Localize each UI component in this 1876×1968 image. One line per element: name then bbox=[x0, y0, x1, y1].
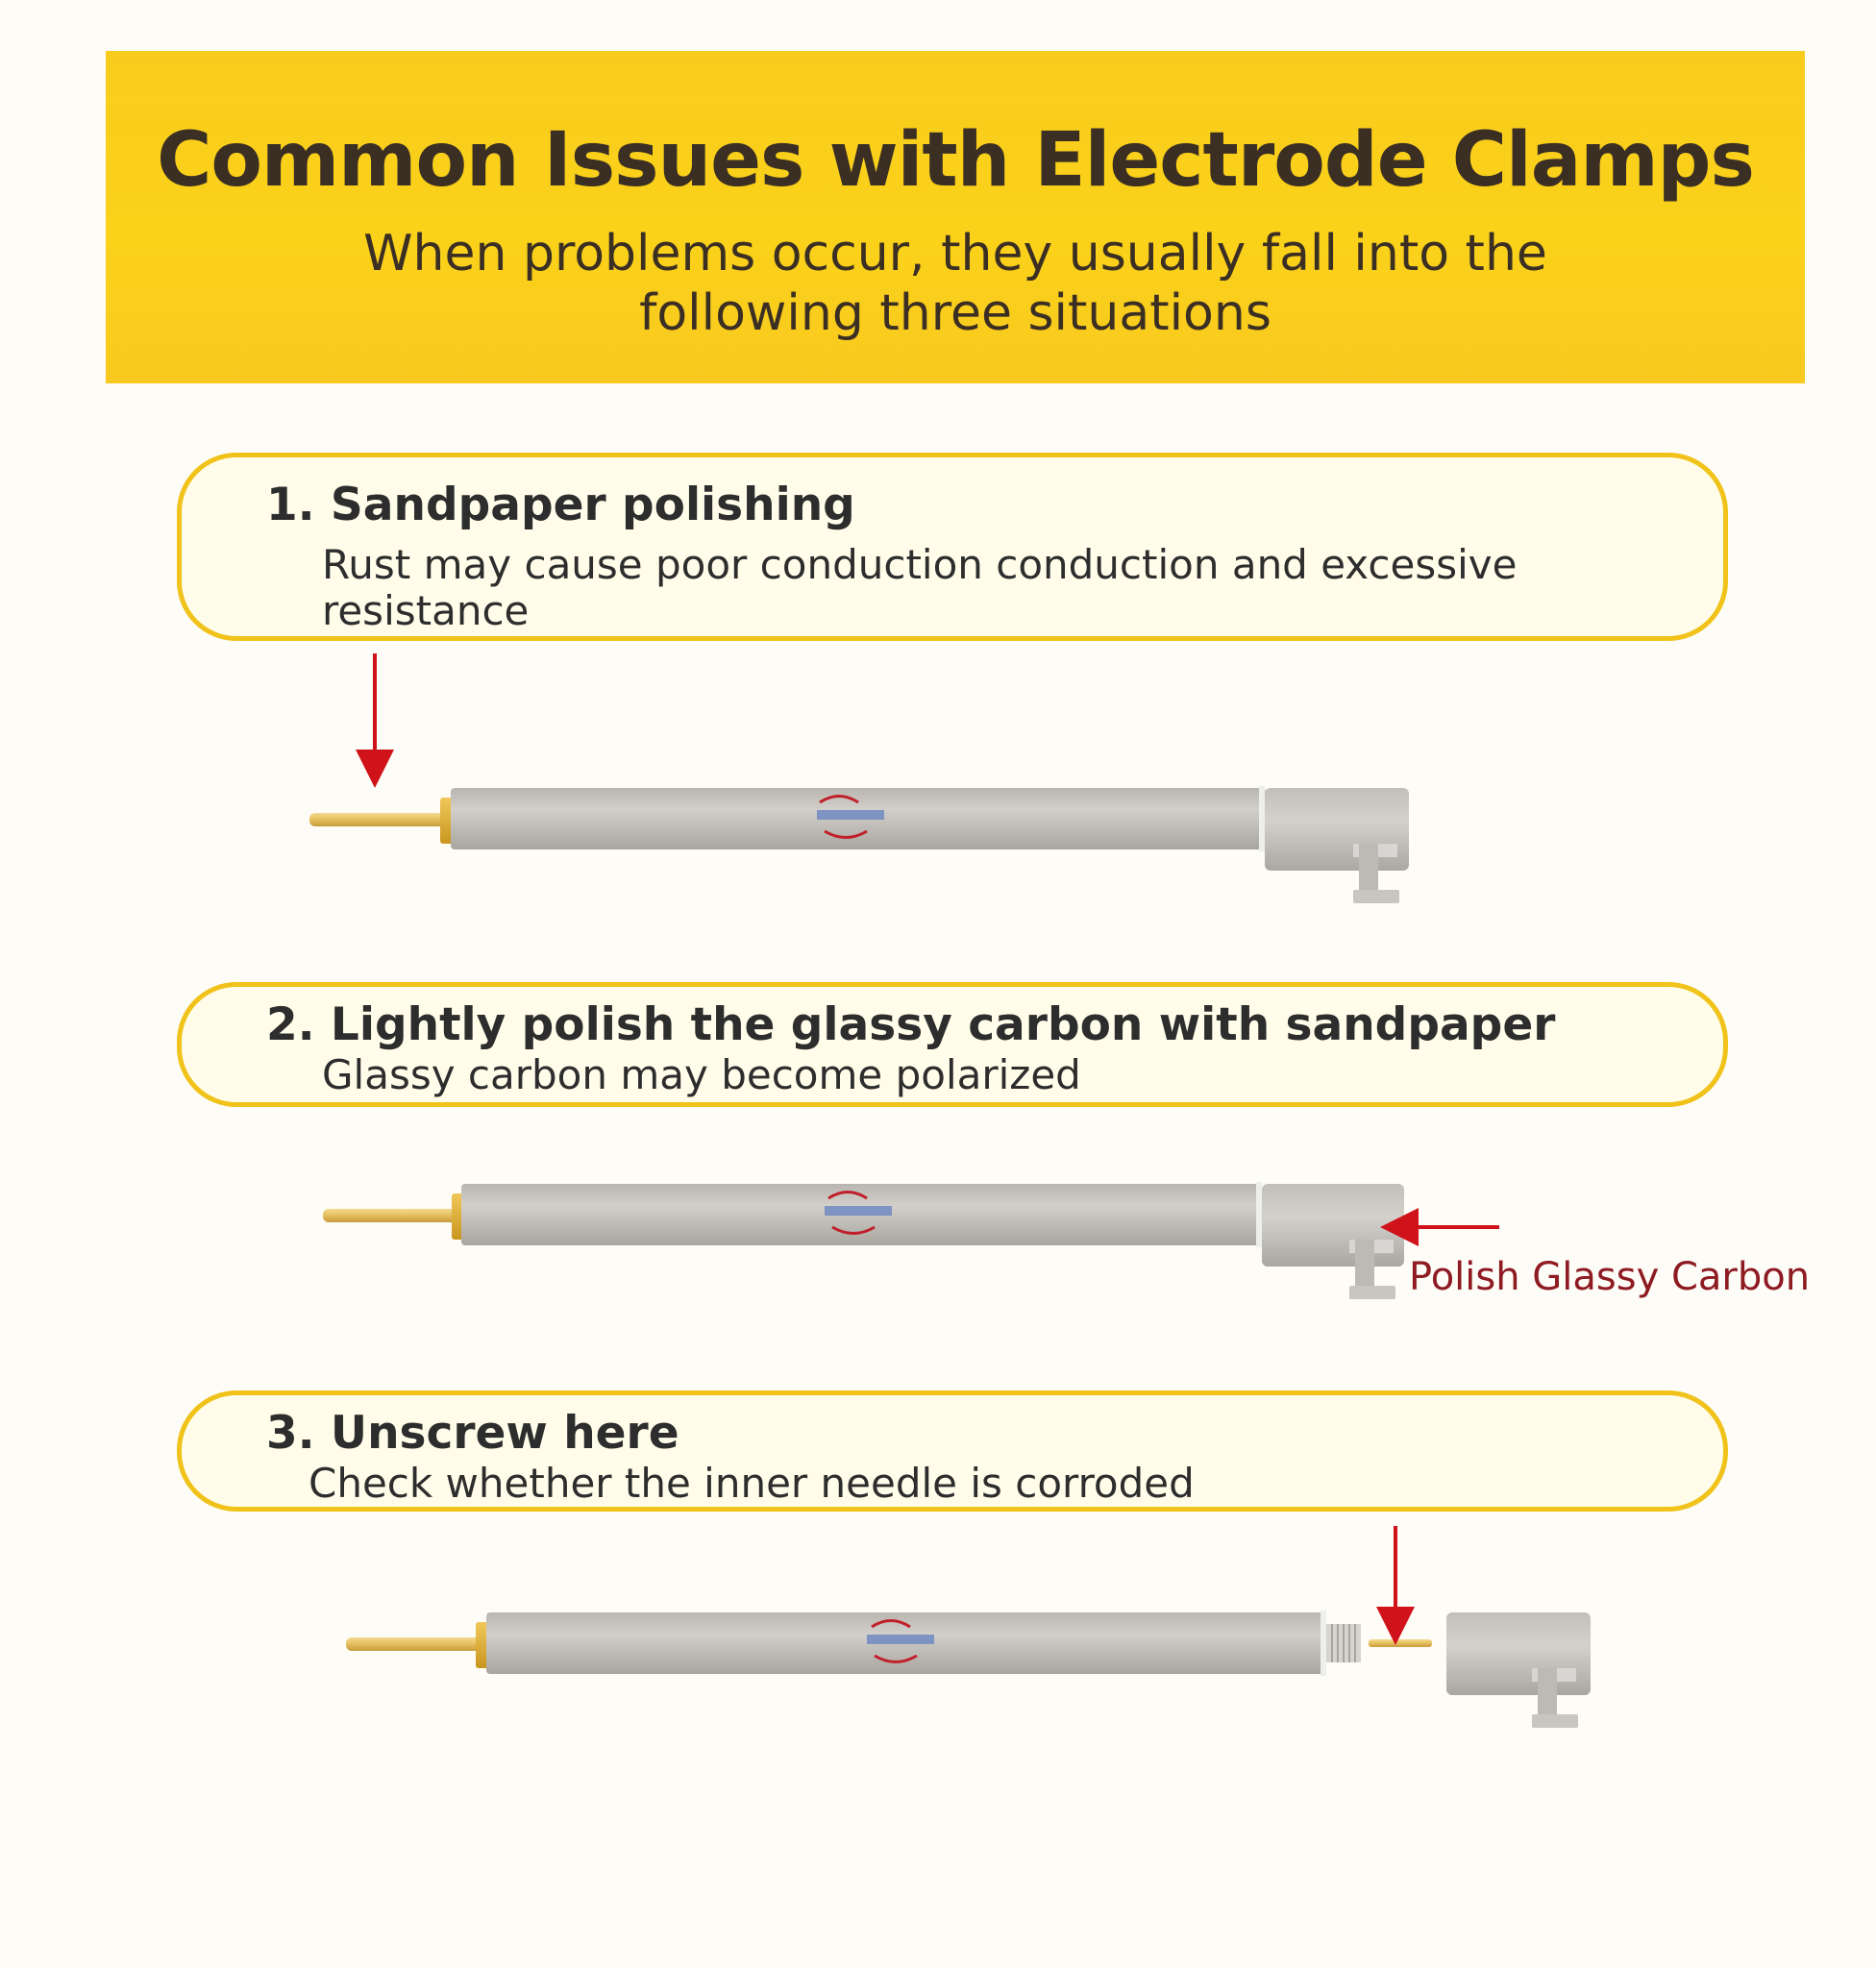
terminal-screw-icon bbox=[1532, 1668, 1578, 1728]
terminal-screw-icon bbox=[1349, 1240, 1395, 1299]
brand-logo bbox=[817, 795, 884, 839]
issue-heading: 1. Sandpaper polishing bbox=[266, 479, 855, 531]
issue-heading: 2. Lightly polish the glassy carbon with… bbox=[266, 998, 1556, 1051]
issue-heading: 3. Unscrew here bbox=[266, 1407, 679, 1460]
brand-logo bbox=[825, 1191, 892, 1235]
header-banner: Common Issues with Electrode Clamps When… bbox=[106, 51, 1805, 383]
issue-description: Rust may cause poor conduction conductio… bbox=[322, 541, 1518, 635]
issue-description: Glassy carbon may become polarized bbox=[322, 1051, 1081, 1098]
issue-card-sandpaper-polishing: 1. Sandpaper polishing Rust may cause po… bbox=[177, 453, 1728, 641]
terminal-screw-icon bbox=[1353, 844, 1399, 903]
page-subtitle: When problems occur, they usually fall i… bbox=[363, 224, 1547, 343]
issue-description: Check whether the inner needle is corrod… bbox=[309, 1460, 1195, 1507]
thread-icon bbox=[1326, 1624, 1361, 1662]
page-title: Common Issues with Electrode Clamps bbox=[157, 117, 1755, 204]
inner-needle bbox=[1369, 1639, 1432, 1647]
issue-card-unscrew: 3. Unscrew here Check whether the inner … bbox=[177, 1390, 1728, 1512]
polish-glassy-carbon-callout: Polish Glassy Carbon bbox=[1409, 1255, 1811, 1299]
issue-card-glassy-carbon: 2. Lightly polish the glassy carbon with… bbox=[177, 982, 1728, 1107]
electrode-illustration-2 bbox=[323, 1182, 1404, 1299]
electrode-illustration-1 bbox=[309, 786, 1409, 903]
brand-logo bbox=[867, 1619, 934, 1663]
electrode-illustration-3 bbox=[346, 1611, 1591, 1728]
